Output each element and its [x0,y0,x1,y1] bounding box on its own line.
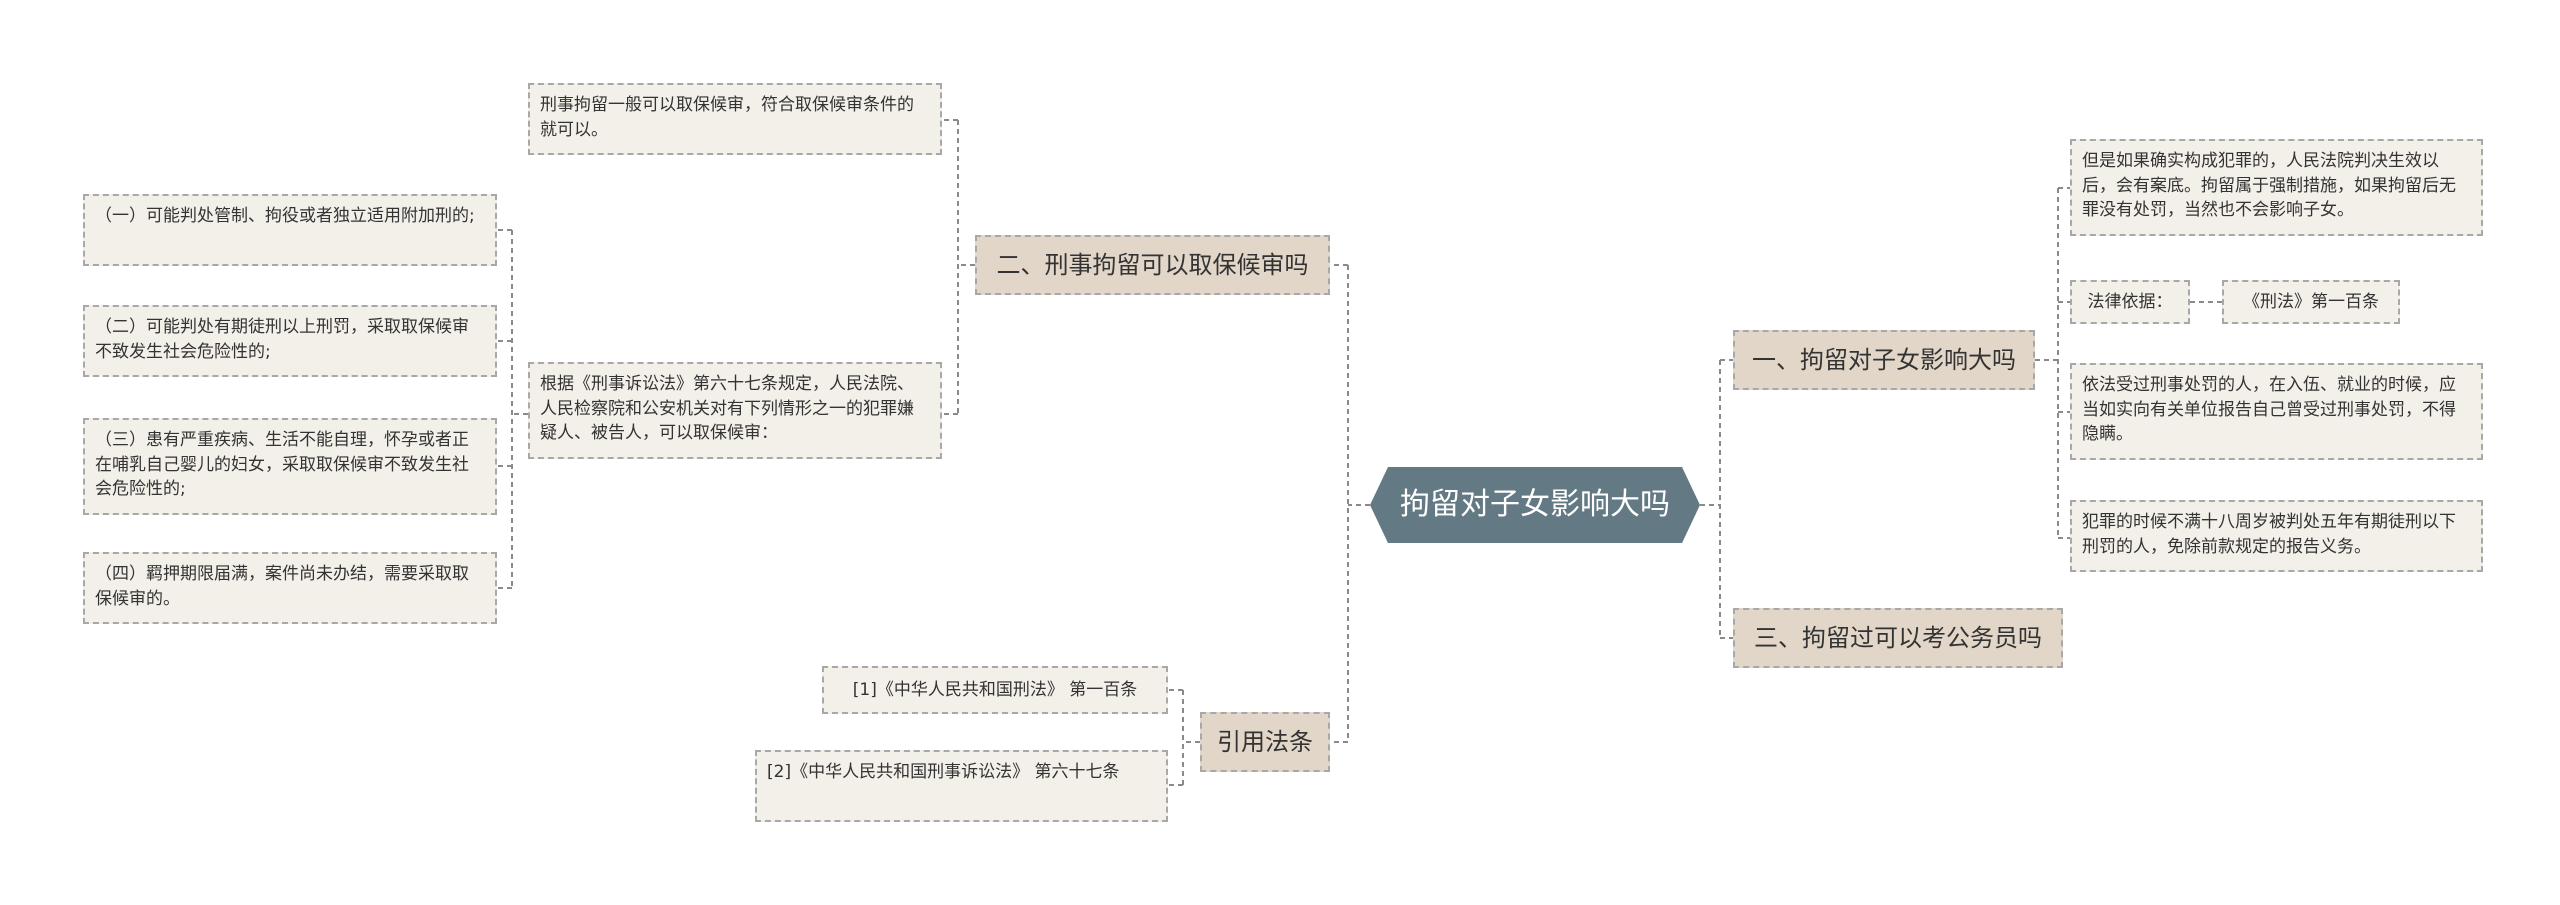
leaf-criminal-record[interactable]: 但是如果确实构成犯罪的，人民法院判决生效以后，会有案底。拘留属于强制措施，如果拘… [2070,139,2483,236]
leaf-condition-4[interactable]: （四）羁押期限届满，案件尚未办结，需要采取取保候审的。 [83,552,497,624]
branch-bail-pending-trial[interactable]: 二、刑事拘留可以取保候审吗 [975,235,1330,295]
leaf-citation-2[interactable]: [2]《中华人民共和国刑事诉讼法》 第六十七条 [755,750,1168,822]
leaf-minor-exemption[interactable]: 犯罪的时候不满十八周岁被判处五年有期徒刑以下刑罚的人，免除前款规定的报告义务。 [2070,500,2483,572]
leaf-citation-1[interactable]: [1]《中华人民共和国刑法》 第一百条 [822,666,1168,714]
branch-civil-servant-exam[interactable]: 三、拘留过可以考公务员吗 [1733,608,2063,668]
leaf-condition-1[interactable]: （一）可能判处管制、拘役或者独立适用附加刑的; [83,194,497,266]
leaf-condition-2[interactable]: （二）可能判处有期徒刑以上刑罚，采取取保候审不致发生社会危险性的; [83,305,497,377]
leaf-report-obligation[interactable]: 依法受过刑事处罚的人，在入伍、就业的时候，应当如实向有关单位报告自己曾受过刑事处… [2070,363,2483,460]
leaf-procedure-law-article[interactable]: 根据《刑事诉讼法》第六十七条规定，人民法院、人民检察院和公安机关对有下列情形之一… [528,362,942,459]
leaf-condition-3[interactable]: （三）患有严重疾病、生活不能自理，怀孕或者正在哺乳自己婴儿的妇女，采取取保候审不… [83,418,497,515]
leaf-bail-general[interactable]: 刑事拘留一般可以取保候审，符合取保候审条件的就可以。 [528,83,942,155]
leaf-legal-basis-value[interactable]: 《刑法》第一百条 [2222,280,2400,324]
leaf-legal-basis-label[interactable]: 法律依据： [2070,280,2190,324]
branch-cited-laws[interactable]: 引用法条 [1200,712,1330,772]
branch-impact-on-children[interactable]: 一、拘留对子女影响大吗 [1733,330,2035,390]
root-topic[interactable]: 拘留对子女影响大吗 [1370,467,1700,543]
